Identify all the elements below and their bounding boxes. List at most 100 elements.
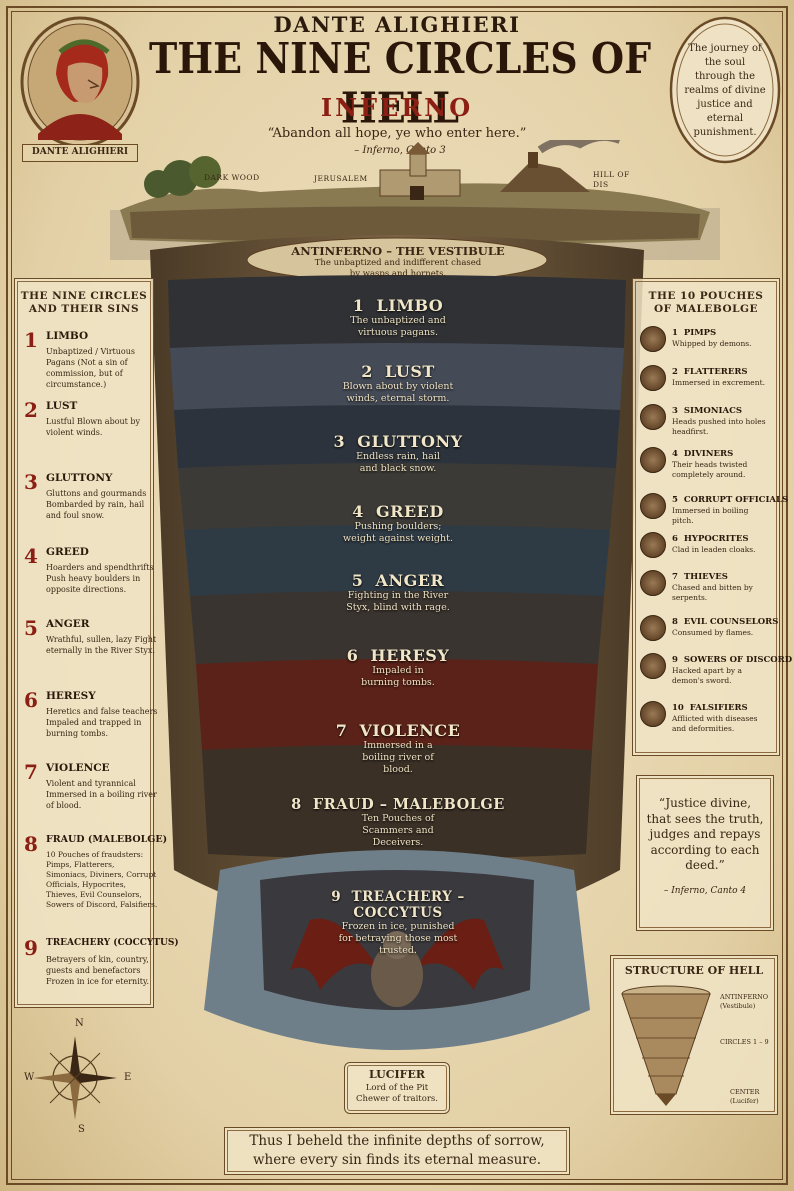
figure-icon: [640, 570, 666, 596]
circle-band-title: 5 ANGER: [351, 571, 445, 590]
circle-band-8: 8 FRAUD – MALEBOLGE Ten Pouches of Scamm…: [290, 796, 506, 849]
sin-desc: Lustful Blown about by violent winds.: [46, 417, 141, 437]
dante-portrait: DANTE ALIGHIERI: [18, 14, 142, 166]
lucifer-desc: Lord of the Pit Chewer of traitors.: [356, 1083, 438, 1104]
sin-number: 9: [24, 936, 38, 960]
sin-item-fraud: 8 FRAUD (MALEBOLGE) 10 Pouches of frauds…: [24, 832, 167, 928]
circle-band-desc: Fighting in the River Styx, blind with r…: [346, 590, 450, 613]
sin-desc: Hoarders and spendthrifts Push heavy bou…: [46, 563, 154, 594]
label-hill-of-dis: HILL OF DIS: [593, 170, 630, 189]
sin-item-heresy: 6 HERESY Heretics and false teachers Imp…: [24, 688, 157, 748]
author-heading: DANTE ALIGHIERI: [273, 12, 521, 37]
sin-item-anger: 5 ANGER Wrathful, sullen, lazy Fight ete…: [24, 616, 156, 672]
figure-icon: [640, 326, 666, 352]
sin-item-gluttony: 3 GLUTTONY Gluttons and gourmands Bombar…: [24, 470, 154, 530]
circle-band-6: 6 HERESY Impaled in burning tombs.: [300, 646, 496, 689]
circle-band-desc: The unbaptized and virtuous pagans.: [350, 315, 446, 338]
justice-quote-source: – Inferno, Canto 4: [663, 886, 747, 896]
sin-number: 4: [24, 544, 38, 568]
malebolge-subheading: OF MALEBOLGE: [654, 303, 758, 315]
sin-name: TREACHERY (COCCYTUS): [46, 938, 179, 948]
circle-band-title: 1 LIMBO: [352, 296, 444, 315]
journey-oval: The journey of the soul through the real…: [668, 14, 782, 166]
journey-text: The journey of the soul through the real…: [684, 43, 766, 138]
circle-band-1: 1 LIMBO The unbaptized and virtuous paga…: [320, 296, 476, 339]
funnel-illustration: [621, 985, 711, 1106]
lucifer-name: LUCIFER: [369, 1068, 425, 1081]
structure-center-label: CENTER (Lucifer): [730, 1088, 760, 1105]
pouch-name: SIMONIACS: [683, 406, 743, 416]
pouch-item-thieves: 7 THIEVES Chased and bitten by serpents.: [640, 570, 772, 604]
pouch-name: CORRUPT OFFICIALS: [683, 495, 789, 505]
pouch-item-simoniacs: 3 SIMONIACS Heads pushed into holes head…: [640, 404, 772, 438]
sin-item-limbo: 1 LIMBO Unbaptized / Virtuous Pagans (No…: [24, 328, 154, 389]
header-quote-source: – Inferno, Canto 3: [354, 145, 446, 156]
compass-icon: [33, 1036, 117, 1120]
sin-item-treachery: 9 TREACHERY (COCCYTUS) Betrayers of kin,…: [24, 936, 179, 996]
pouch-desc: Consumed by flames.: [672, 628, 754, 637]
sin-item-lust: 2 LUST Lustful Blown about by violent wi…: [24, 398, 154, 454]
justice-quote-box: [636, 775, 774, 931]
pouch-desc: Heads pushed into holes headfirst.: [672, 417, 766, 436]
structure-circles-label: CIRCLES 1 – 9: [720, 1038, 769, 1046]
circle-band-desc: Impaled in burning tombs.: [361, 665, 435, 688]
circle-band-title: 9 TREACHERY – COCCYTUS: [331, 889, 465, 921]
lucifer-cartouche: [344, 1062, 450, 1114]
pouch-name: THIEVES: [683, 572, 728, 582]
circle-band-title: 8 FRAUD – MALEBOLGE: [291, 796, 505, 813]
nine-circles-subheading: AND THEIR SINS: [28, 303, 140, 315]
circle-band-desc: Ten Pouches of Scammers and Deceivers.: [361, 813, 435, 848]
sin-name: VIOLENCE: [46, 762, 110, 774]
figure-icon: [640, 532, 666, 558]
figure-icon: [640, 615, 666, 641]
justice-quote-text: “Justice divine, that sees the truth, ju…: [646, 796, 764, 872]
pouch-name: EVIL COUNSELORS: [683, 617, 779, 627]
circle-band-title: 3 GLUTTONY: [333, 432, 463, 451]
pouch-name: DIVINERS: [683, 449, 734, 459]
footer-banner: [224, 1127, 570, 1175]
sin-number: 3: [24, 470, 38, 494]
circle-band-4: 4 GREED Pushing boulders; weight against…: [300, 502, 496, 545]
pouch-name: FALSIFIERS: [689, 703, 748, 713]
circle-band-9: 9 TREACHERY – COCCYTUS Frozen in ice, pu…: [290, 889, 506, 957]
nine-circles-list: 1 LIMBO Unbaptized / Virtuous Pagans (No…: [14, 0, 179, 1191]
poster-subtitle: INFERNO: [320, 93, 474, 122]
pouch-desc: Clad in leaden cloaks.: [672, 545, 756, 554]
figure-icon: [640, 365, 666, 391]
journey-oval-frame: [669, 16, 781, 164]
sin-number: 1: [24, 328, 38, 352]
circle-band-7: 7 VIOLENCE Immersed in a boiling river o…: [300, 721, 496, 776]
circle-band-desc: Blown about by violent winds, eternal st…: [342, 381, 454, 404]
sin-name: LIMBO: [46, 330, 89, 342]
circle-band-2: 2 LUST Blown about by violent winds, ete…: [320, 362, 476, 405]
pouch-item-hypocrites: 6 HYPOCRITES Clad in leaden cloaks.: [640, 532, 772, 562]
circle-band-title: 7 VIOLENCE: [335, 721, 461, 740]
pouch-desc: Hacked apart by a demon's sword.: [672, 666, 743, 685]
pouch-desc: Their heads twisted completely around.: [672, 460, 748, 479]
header-quote: “Abandon all hope, ye who enter here.”: [267, 126, 527, 141]
inferno-abyss: [150, 230, 644, 1110]
pouch-desc: Immersed in boiling pitch.: [672, 506, 749, 525]
circle-band-5: 5 ANGER Fighting in the River Styx, blin…: [300, 571, 496, 614]
circle-band-title: 4 GREED: [352, 502, 444, 521]
sin-desc: Violent and tyrannical Immersed in a boi…: [46, 779, 157, 810]
figure-icon: [640, 493, 666, 519]
footer-line-1: Thus I beheld the infinite depths of sor…: [249, 1133, 545, 1149]
compass-north: N: [75, 1018, 84, 1029]
footer-line-2: where every sin finds its eternal measur…: [252, 1152, 542, 1168]
pouch-desc: Immersed in excrement.: [672, 378, 765, 387]
compass-west: W: [24, 1072, 35, 1083]
malebolge-list: 1 PIMPS Whipped by demons. 2 FLATTERERS …: [632, 0, 792, 1191]
sin-desc: Heretics and false teachers Impaled and …: [46, 707, 158, 738]
vestibule-desc: The unbaptized and indifferent chased by…: [314, 258, 482, 279]
pouch-item-corrupt-officials: 5 CORRUPT OFFICIALS Immersed in boiling …: [640, 493, 788, 525]
figure-icon: [640, 404, 666, 430]
sin-desc: Gluttons and gourmands Bombarded by rain…: [46, 489, 147, 520]
sin-name: GREED: [46, 546, 89, 558]
figure-icon: [640, 653, 666, 679]
sin-desc: Unbaptized / Virtuous Pagans (Not a sin …: [46, 347, 135, 389]
structure-heading: STRUCTURE OF HELL: [624, 964, 764, 977]
pouch-name: SOWERS OF DISCORD: [683, 655, 793, 665]
pouch-desc: Afflicted with diseases and deformities.: [672, 714, 758, 733]
sin-item-violence: 7 VIOLENCE Violent and tyrannical Immers…: [24, 760, 157, 818]
